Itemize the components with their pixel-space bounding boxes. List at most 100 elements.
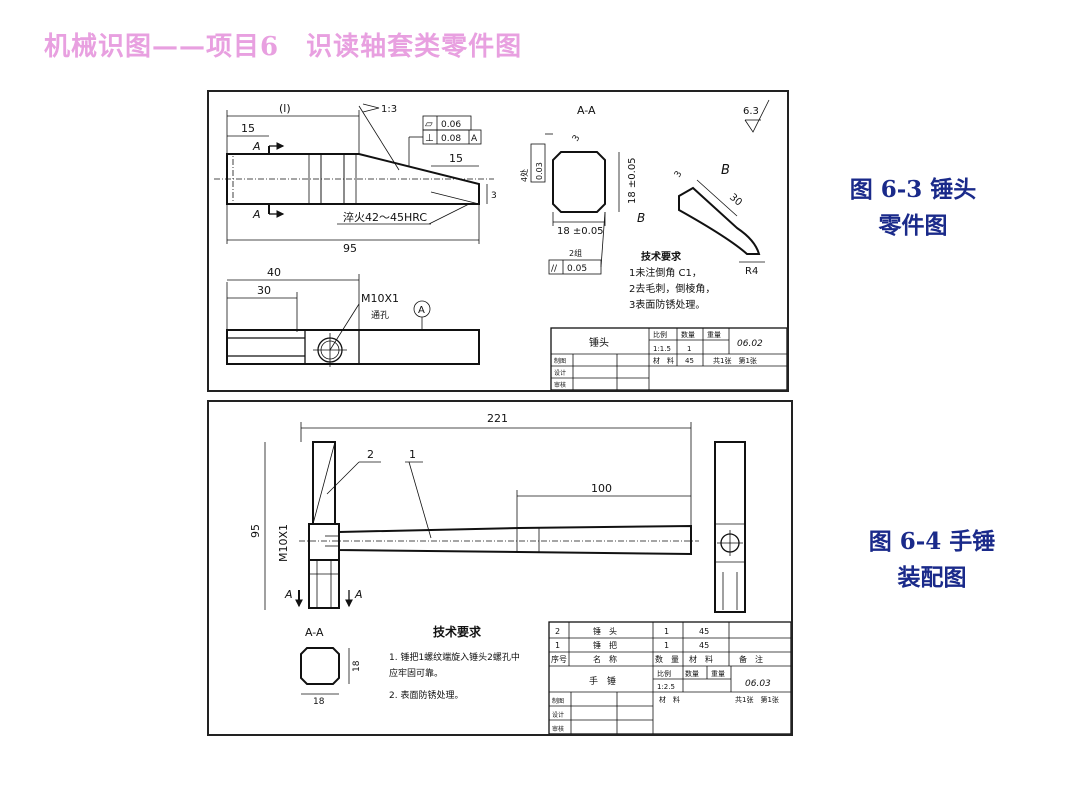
part-balloons: 2 1	[326, 448, 432, 539]
caption-line: 图 6-3 锤头	[849, 176, 977, 203]
svg-text://: //	[551, 264, 558, 274]
head-outline	[226, 153, 480, 205]
dim-15b: 15	[449, 152, 463, 165]
detail-view-b: B 30 R4 3	[673, 163, 765, 277]
tb-scale: 1:1.5	[653, 345, 671, 353]
tb2-code: 06.03	[745, 679, 771, 689]
perpendicularity-value: 0.08	[441, 134, 461, 144]
assembly-dimensions: 221 100 95 M10X1	[249, 412, 692, 610]
chamfer-detail	[678, 186, 761, 255]
dim-3-detail: 3	[673, 170, 685, 180]
section-dim-18-w: 18	[313, 697, 325, 707]
tb2-scale-header: 比例	[657, 669, 671, 678]
parallel-group: 2组	[569, 248, 582, 258]
figure-caption-6-4: 图 6-4 手锤 装配图	[852, 524, 1012, 596]
tb-scale-header: 比例	[653, 330, 667, 339]
balloon-2: 2	[367, 448, 374, 461]
tb2-draw: 制图	[552, 697, 564, 705]
figure-caption-6-3: 图 6-3 锤头 零件图	[828, 172, 998, 244]
assembly-section-a-a: A-A 18 18	[300, 626, 362, 707]
arrow-a-right: A	[354, 588, 363, 601]
dim-15a: 15	[241, 122, 255, 135]
section-mark-bottom: A	[252, 208, 261, 221]
datum-a-circle: A	[418, 305, 425, 316]
head-lower	[308, 559, 340, 609]
taper-ratio: 1:3	[381, 104, 397, 115]
assembly-tech-line-2: 2. 表面防锈处理。	[389, 689, 463, 701]
tb-sheets: 共1张 第1张	[713, 356, 757, 365]
svg-text:⏥: ⏥	[425, 119, 433, 130]
bom-row-2-name: 锤 头	[593, 626, 617, 636]
tb2-material-header: 材 料	[659, 695, 680, 704]
tb-qty-header: 数量	[681, 330, 695, 339]
title-block: 锤头 比例 数量 重量 1:1.5 1 06.02 材 料 45 共1张 第1张…	[550, 327, 788, 391]
harden-note: 淬火42～45HRC	[343, 210, 427, 224]
tb-material: 45	[685, 357, 694, 365]
bom-row-2-no: 2	[555, 627, 560, 636]
tb-material-header: 材 料	[653, 356, 674, 365]
tb2-scale: 1:2.5	[657, 683, 675, 691]
balloon-1: 1	[409, 448, 416, 461]
bom-row-1-material: 45	[699, 641, 709, 650]
handle-outline	[338, 524, 692, 556]
tb2-design: 设计	[552, 711, 564, 719]
tb-draw: 制图	[554, 357, 566, 365]
through-hole-label: 通孔	[371, 310, 389, 321]
thread-label: M10X1	[361, 292, 399, 305]
tb-check: 审核	[554, 381, 566, 389]
bom-row-1-name: 锤 把	[593, 640, 617, 650]
assembly-tech-line-1b: 应牢固可靠。	[389, 667, 443, 679]
bom-row-1-no: 1	[555, 641, 560, 650]
head-front-dimensions: (l) 15 15 95 3 淬火42～45HRC 1:3	[226, 102, 497, 255]
tech-line-3: 3表面防锈处理。	[629, 298, 705, 311]
handle-section-square	[300, 647, 340, 685]
bom-row-2-qty: 1	[664, 627, 669, 636]
view-b-label: B	[721, 163, 730, 178]
perpendicularity-datum: A	[471, 134, 478, 144]
dim-95: 95	[249, 524, 262, 538]
dim-18-width: 18 ±0.05	[557, 226, 604, 237]
hammer-head-drawing-svg: A A (l) 15 15 95 3 淬火42～45HRC 1:3 ⏥ 0.06	[214, 99, 788, 391]
section-view-a-a: A-A 18 ±0.05 18 ±0.05 0.03 4处 3 // 0.05 …	[519, 104, 645, 275]
surface-roughness-symbol: 6.3	[743, 99, 770, 133]
parallel-value: 0.05	[567, 264, 587, 274]
section-a-a-label: A-A	[305, 626, 324, 639]
tb-code: 06.02	[737, 339, 763, 349]
bom-row-1-qty: 1	[664, 641, 669, 650]
tech-line-1: 1未注倒角 C1，	[629, 266, 702, 279]
roughness-value: 6.3	[743, 106, 759, 117]
bom-row-2-material: 45	[699, 627, 709, 636]
dim-30: 30	[727, 192, 744, 209]
caption-line: 装配图	[897, 564, 967, 591]
caption-line: 图 6-4 手锤	[868, 528, 996, 555]
top-view-outline	[226, 329, 480, 365]
tech-requirements: 技术要求 1未注倒角 C1， 2去毛刺，倒棱角， 3表面防锈处理。	[629, 250, 715, 311]
perp-frame-value: 0.03	[535, 162, 544, 180]
assembly-handle	[299, 524, 699, 556]
head-hub-section	[308, 523, 340, 561]
tb-part-name: 锤头	[589, 336, 609, 349]
assembly-tech-line-1: 1. 锤把1螺纹端旋入锤头2螺孔中	[389, 651, 520, 663]
assembly-head	[308, 441, 340, 609]
bom-header-name: 名 称	[593, 654, 617, 664]
handle-knurl	[516, 527, 540, 553]
hammer-head-part-drawing: A A (l) 15 15 95 3 淬火42～45HRC 1:3 ⏥ 0.06	[207, 90, 789, 392]
bom-header-qty: 数 量	[655, 654, 679, 664]
tb2-name: 手 锤	[589, 675, 616, 687]
dim-30-top: 30	[257, 284, 271, 297]
hammer-assembly-svg: 221 100 95 M10X1 2 1 A	[249, 412, 792, 735]
tech-line-2: 2去毛刺，倒棱角，	[629, 282, 715, 295]
tb2-qty-header: 数量	[685, 669, 699, 678]
dim-95: 95	[343, 242, 357, 255]
dim-18-height: 18 ±0.05	[627, 157, 638, 204]
head-top-view: 40 30 M10X1 通孔 A	[226, 266, 480, 367]
section-mark-top: A	[252, 140, 261, 153]
caption-line: 零件图	[878, 212, 948, 239]
assembly-tech-requirements: 技术要求 1. 锤把1螺纹端旋入锤头2螺孔中 应牢固可靠。 2. 表面防锈处理。	[389, 624, 520, 701]
assembly-bom-title-block: 2 锤 头 1 45 1 锤 把 1 45 序号 名 称 数 量 材 料 备 注…	[548, 621, 792, 735]
section-dim-18-h: 18	[352, 660, 362, 672]
dim-l: (l)	[279, 102, 291, 115]
view-b-mark: B	[637, 211, 645, 225]
tb-qty: 1	[687, 345, 691, 353]
dim-3: 3	[491, 191, 497, 201]
